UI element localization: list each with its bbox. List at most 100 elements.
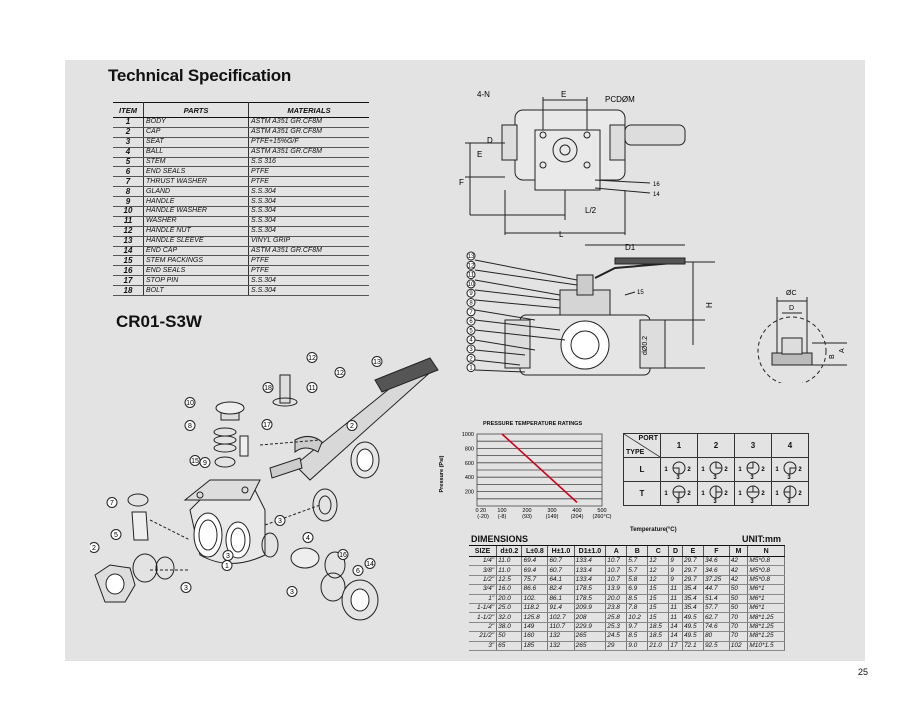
dimensions-cell: 12	[647, 565, 670, 576]
dimensions-cell: 133.4	[574, 575, 607, 586]
dimensions-cell: 69.4	[521, 565, 549, 576]
dimensions-cell: 50	[729, 603, 749, 614]
dimensions-cell: 3/4"	[469, 584, 498, 595]
dimensions-cell: 265	[574, 641, 607, 651]
dimensions-cell: 12.5	[496, 575, 523, 586]
dimensions-cell: 132	[547, 631, 575, 642]
port-number: 1	[701, 491, 705, 497]
port-number: 3	[787, 499, 791, 503]
dimensions-cell: 29.7	[682, 575, 704, 586]
dimensions-cell: 74.6	[703, 622, 730, 633]
exploded-callout: 3	[290, 589, 294, 596]
dimensions-cell: 57.7	[703, 603, 730, 614]
dimensions-cell: M6*1	[747, 594, 785, 604]
label-stem-d: D	[789, 305, 794, 312]
label-e: E	[561, 90, 566, 99]
pressure-chart-xtick-bottom: (-20)	[477, 514, 489, 520]
section-callout-bubble	[466, 270, 476, 280]
port-col-4: 4	[771, 433, 809, 458]
dimensions-cell: 5.7	[626, 556, 649, 567]
dimensions-cell: 1"	[469, 594, 498, 604]
section-callout: 8	[469, 301, 473, 307]
dimensions-cell: 20.0	[605, 594, 628, 604]
port-number: 3	[676, 499, 680, 503]
dimensions-cell: 7.8	[626, 603, 649, 614]
dimensions-cell: 18.5	[647, 631, 670, 642]
dimensions-cell: 21.0	[647, 641, 670, 651]
dimensions-cell: 11	[668, 603, 683, 614]
exploded-callout: 12	[336, 370, 344, 377]
pressure-chart-xtick-bottom: (149)	[546, 514, 559, 520]
dimensions-cell: 125.8	[521, 612, 549, 623]
dimensions-cell: 8.5	[626, 631, 649, 642]
pressure-chart-xtick-bottom: (260°C)	[592, 514, 611, 520]
dimensions-cell: 49.5	[682, 631, 704, 642]
part-item-number: 2	[113, 127, 144, 138]
dimensions-cell: 34.6	[703, 556, 730, 567]
pressure-chart-xtick: 200	[522, 508, 531, 514]
dimensions-cell: 60.7	[547, 556, 575, 567]
section-callout: 6	[469, 319, 473, 325]
label-pcd: PCDØM	[605, 95, 635, 104]
label-f: F	[459, 178, 464, 187]
section-callout-bubble	[466, 279, 476, 289]
port-number: 1	[664, 491, 668, 497]
exploded-callout: 9	[203, 460, 207, 467]
pressure-chart-origin: 0	[475, 508, 478, 514]
pressure-chart-ytick: 200	[465, 490, 474, 496]
section-callout: 1	[469, 366, 473, 372]
part-material: PTFE	[248, 255, 369, 267]
dimensions-cell: 35.4	[682, 603, 704, 614]
dimensions-cell: 32.0	[496, 612, 523, 623]
port-number: 1	[738, 491, 742, 497]
port-number: 2	[798, 491, 802, 497]
part-item-number: 5	[113, 157, 144, 168]
part-material: S.S.304	[248, 206, 369, 217]
label-e-side: E	[477, 150, 482, 159]
port-number: 2	[687, 467, 691, 473]
section-callout-bubble	[466, 251, 476, 261]
callout-bubble	[286, 586, 298, 597]
dimensions-cell: 10.7	[605, 575, 628, 586]
dimensions-header-cell: E	[682, 546, 704, 557]
label-d: D	[487, 136, 493, 145]
section-callout: 13	[468, 254, 475, 260]
dimensions-cell: 13.9	[605, 584, 628, 595]
dimensions-cell: 25.8	[605, 612, 628, 623]
part-name: STOP PIN	[143, 275, 249, 287]
exploded-callout: 8	[188, 423, 192, 430]
port-number: 2	[761, 491, 765, 497]
dimensions-cell: 51.4	[703, 594, 730, 604]
dimensions-unit: UNIT:mm	[741, 534, 781, 544]
part-item-number: 14	[113, 246, 144, 257]
dimensions-cell: 14	[668, 622, 683, 633]
callout-bubble	[261, 419, 273, 430]
dimensions-cell: 1/4"	[469, 556, 498, 567]
part-material: ASTM A351 GR.CF8M	[248, 127, 369, 138]
pressure-chart-xtick-bottom: (-8)	[498, 514, 507, 520]
part-item-number: 12	[113, 226, 144, 237]
dimensions-cell: 75.7	[521, 575, 549, 586]
port-number: 2	[724, 467, 728, 473]
dimensions-cell: 29	[605, 641, 628, 651]
callout-bubble	[274, 515, 286, 526]
part-item-number: 6	[113, 166, 144, 178]
section-callout: 5	[469, 328, 473, 334]
dimensions-cell: M8*1.25	[747, 612, 785, 623]
port-number: 1	[664, 467, 668, 473]
dimensions-cell: 29.7	[682, 556, 704, 567]
label-h: H	[705, 302, 714, 308]
section-callout: 2	[469, 356, 473, 362]
